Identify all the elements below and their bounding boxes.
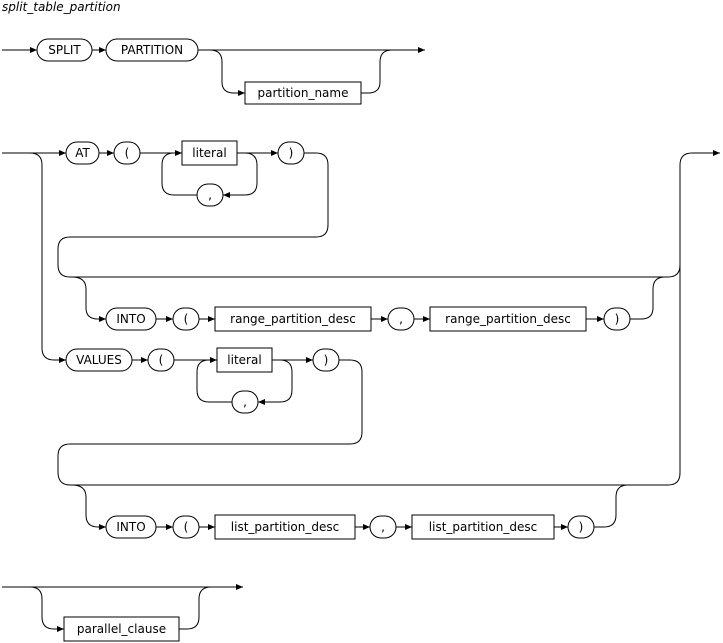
nonterminal-range-partition-desc-2 (429, 306, 587, 332)
keyword-values-into-comma-label: , (381, 520, 385, 534)
keyword-values-comma-label: , (243, 395, 247, 409)
row-at: AT ( literal , ) (2, 140, 720, 363)
keyword-at-into-comma-label: , (399, 312, 403, 326)
row-parallel: parallel_clause (2, 584, 243, 642)
keyword-split-label: SPLIT (48, 43, 81, 57)
nonterminal-list-partition-desc-2 (411, 514, 555, 540)
nonterminal-parallel-clause-label: parallel_clause (77, 622, 166, 636)
nonterminal-partition-name-label: partition_name (258, 86, 349, 100)
keyword-at-rparen-label: ) (289, 146, 294, 160)
diagram-title: split_table_partition (2, 0, 121, 14)
nonterminal-list-partition-desc-2-label: list_partition_desc (429, 520, 537, 534)
row-split-partition: SPLIT PARTITION partition_name (2, 38, 425, 105)
keyword-at-lparen-label: ( (125, 146, 130, 160)
keyword-at-into-label: INTO (116, 312, 145, 326)
keyword-at-into-lparen-label: ( (184, 312, 189, 326)
nonterminal-list-partition-desc-1-label: list_partition_desc (231, 520, 339, 534)
nonterminal-parallel-clause (63, 616, 180, 642)
nonterminal-at-literal (181, 140, 238, 166)
keyword-at-comma-label: , (208, 188, 212, 202)
row-values-into: INTO ( list_partition_desc , list_partit… (71, 484, 629, 540)
nonterminal-range-partition-desc-2-label: range_partition_desc (445, 312, 571, 326)
nonterminal-list-partition-desc-1 (214, 514, 356, 540)
row-values: VALUES ( literal , ) (57, 265, 681, 486)
keyword-values-into-rparen-label: ) (579, 520, 584, 534)
keyword-values-into-label: INTO (116, 520, 145, 534)
keyword-at-into-rparen-label: ) (615, 312, 620, 326)
keyword-values-lparen-label: ( (159, 353, 164, 367)
nonterminal-range-partition-desc-1-label: range_partition_desc (230, 312, 356, 326)
keyword-partition-label: PARTITION (121, 43, 183, 57)
keyword-at-label: AT (75, 146, 90, 160)
nonterminal-values-literal-label: literal (227, 353, 261, 367)
keyword-values-label: VALUES (76, 353, 122, 367)
keyword-values-rparen-label: ) (324, 353, 329, 367)
nonterminal-at-literal-label: literal (192, 146, 226, 160)
row-at-into: INTO ( range_partition_desc , range_part… (71, 276, 666, 332)
keyword-values-into-lparen-label: ( (184, 520, 189, 534)
